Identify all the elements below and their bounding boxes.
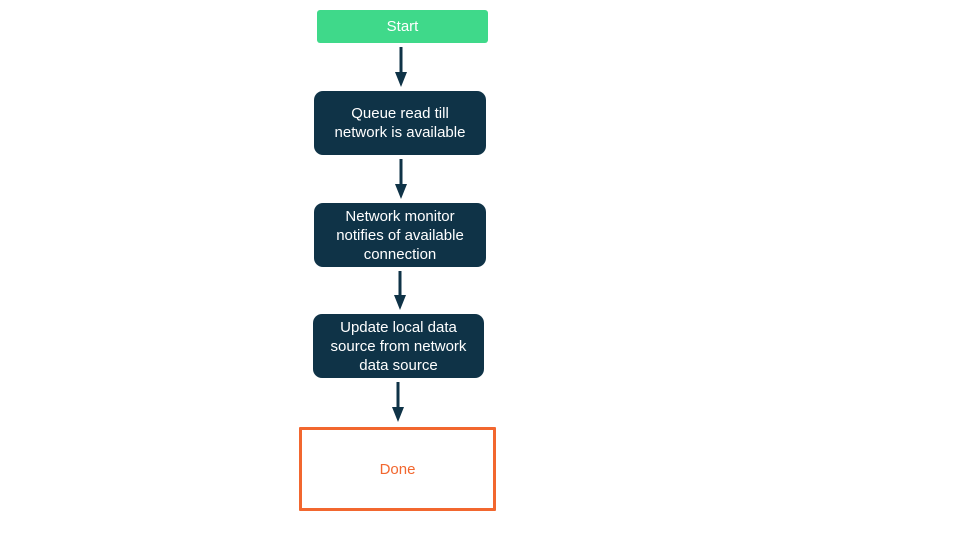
node-update-local-data-source[interactable]: Update local data source from network da… bbox=[313, 314, 484, 378]
node-update-local-data-source-label: Update local data source from network da… bbox=[330, 318, 467, 374]
node-queue-read-label: Queue read till network is available bbox=[334, 105, 466, 141]
node-network-monitor[interactable]: Network monitor notifies of available co… bbox=[314, 203, 486, 267]
node-network-monitor-label: Network monitor notifies of available co… bbox=[336, 207, 464, 263]
node-start-label: Start bbox=[386, 18, 419, 35]
node-done-label: Done bbox=[379, 460, 416, 478]
node-done[interactable]: Done bbox=[299, 427, 496, 511]
node-queue-read[interactable]: Queue read till network is available bbox=[314, 91, 486, 155]
node-start[interactable]: Start bbox=[317, 10, 488, 43]
